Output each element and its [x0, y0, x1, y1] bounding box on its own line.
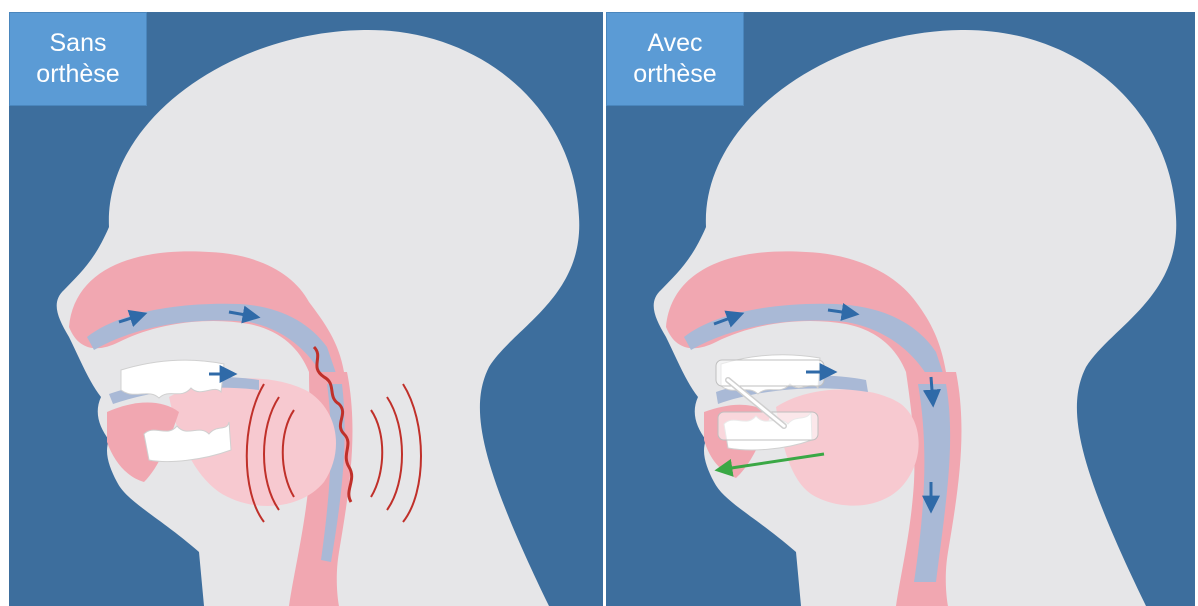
label-line-1: Sans	[10, 28, 146, 59]
panel-without-appliance: Sans orthèse	[9, 12, 603, 606]
label-line-1: Avec	[607, 28, 743, 59]
label-without-appliance: Sans orthèse	[9, 12, 147, 106]
panel-with-appliance: Avec orthèse	[606, 12, 1195, 606]
airflow-arrow-icon	[931, 377, 933, 404]
label-line-2: orthèse	[10, 59, 146, 90]
label-with-appliance: Avec orthèse	[606, 12, 744, 106]
label-line-2: orthèse	[607, 59, 743, 90]
